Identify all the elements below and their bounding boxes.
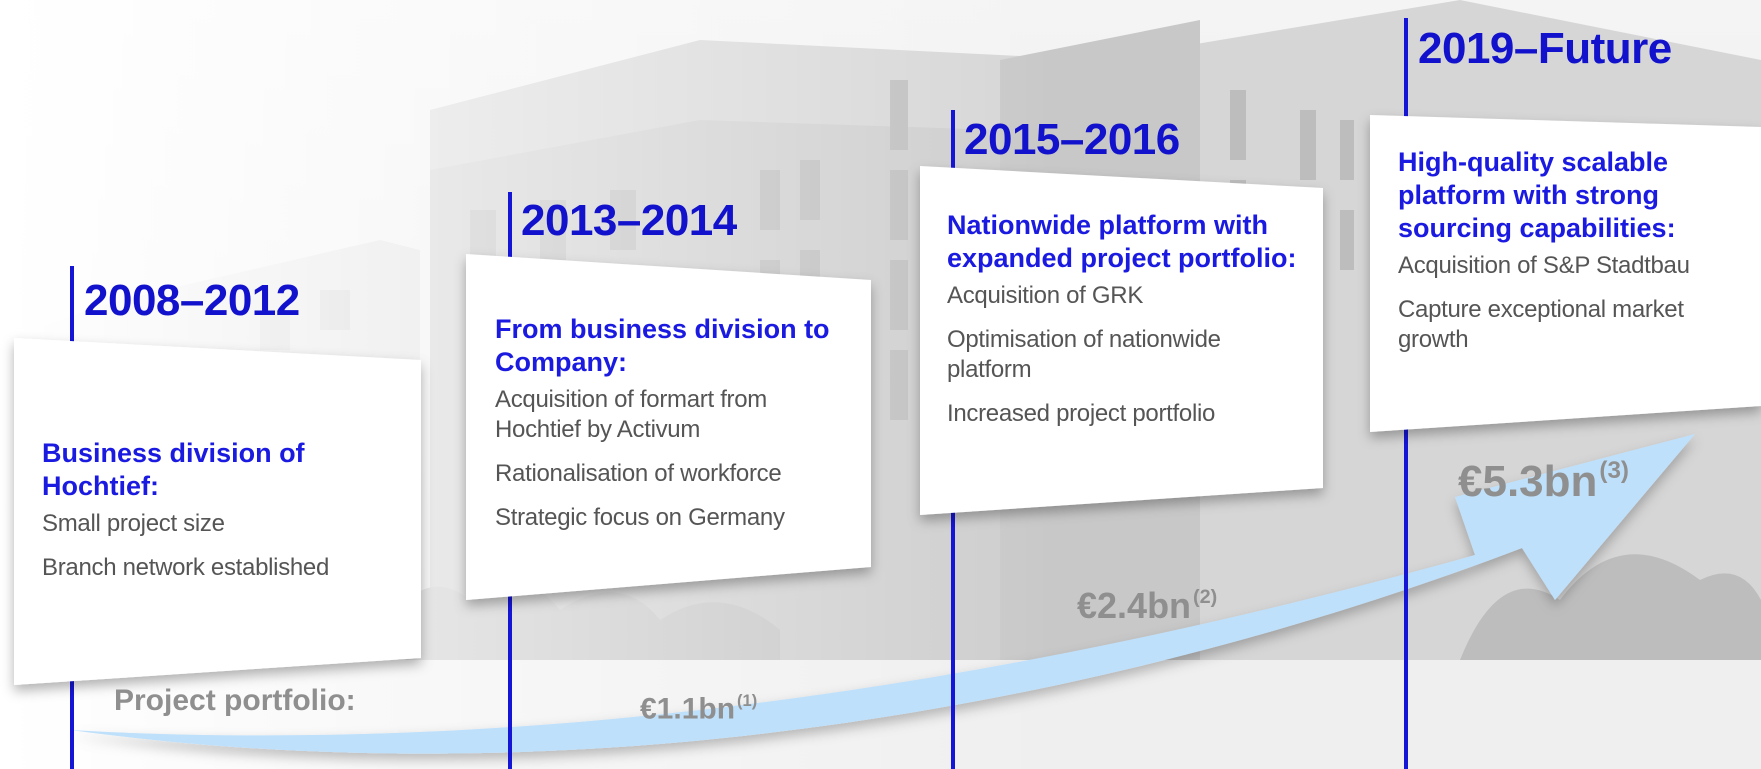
card-item: Branch network established [42, 554, 330, 581]
project-portfolio-label: Project portfolio: [114, 684, 356, 717]
card-heading: Nationwide platform with expanded projec… [947, 210, 1297, 273]
card-item: Capture exceptional market growth [1398, 296, 1684, 353]
card-2008: Business division of Hochtief: Small pro… [42, 437, 412, 597]
card-item: Acquisition of formart from Hochtief by … [495, 386, 767, 443]
card-item: Acquisition of GRK [947, 282, 1144, 309]
era-title-2008: 2008–2012 [84, 276, 300, 325]
portfolio-value-3: €5.3bn(3) [1458, 457, 1629, 507]
card-item: Increased project portfolio [947, 400, 1216, 427]
footnote-marker: (1) [737, 692, 758, 710]
card-heading: From business division to Company: [495, 314, 830, 377]
portfolio-amount: €2.4bn [1077, 585, 1192, 626]
card-item: Rationalisation of workforce [495, 460, 782, 487]
card-heading: High-quality scalable platform with stro… [1398, 147, 1676, 243]
portfolio-amount: €5.3bn [1458, 457, 1598, 507]
footnote-marker: (2) [1193, 586, 1218, 609]
card-2019: High-quality scalable platform with stro… [1398, 146, 1753, 369]
portfolio-amount: €1.1bn [640, 692, 736, 726]
card-2013: From business division to Company: Acqui… [495, 313, 865, 547]
card-item: Strategic focus on Germany [495, 504, 785, 531]
card-item: Optimisation of nationwide platform [947, 326, 1221, 383]
card-2015: Nationwide platform with expanded projec… [947, 209, 1317, 443]
card-heading: Business division of Hochtief: [42, 438, 305, 501]
card-item: Small project size [42, 510, 225, 537]
era-title-2019: 2019–Future [1418, 24, 1672, 73]
portfolio-value-1: €1.1bn(1) [640, 692, 757, 726]
era-title-2015: 2015–2016 [964, 115, 1180, 164]
era-title-2013: 2013–2014 [521, 196, 737, 245]
portfolio-value-2: €2.4bn(2) [1077, 585, 1217, 627]
footnote-marker: (3) [1599, 457, 1629, 484]
card-item: Acquisition of S&P Stadtbau [1398, 252, 1690, 279]
